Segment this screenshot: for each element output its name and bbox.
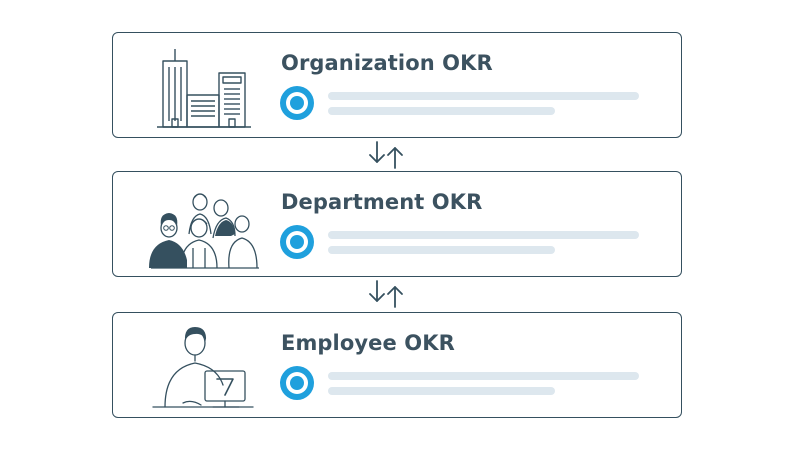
department-okr-card: Department OKR <box>112 171 682 277</box>
target-icon <box>280 86 314 120</box>
arrow-up-icon <box>387 286 403 308</box>
arrow-down-icon <box>369 141 385 163</box>
arrow-down-icon <box>369 280 385 302</box>
organization-okr-title: Organization OKR <box>281 51 493 75</box>
placeholder-line-short <box>328 387 555 395</box>
placeholder-line-long <box>328 372 639 380</box>
arrow-up-icon <box>387 147 403 169</box>
employee-at-computer-icon <box>152 327 254 408</box>
placeholder-line-long <box>328 92 639 100</box>
placeholder-line-short <box>328 107 555 115</box>
placeholder-line-short <box>328 246 555 254</box>
placeholder-line-long <box>328 231 639 239</box>
organization-okr-card: Organization OKR <box>112 32 682 138</box>
team-group-icon <box>149 193 259 269</box>
employee-okr-title: Employee OKR <box>281 331 455 355</box>
target-icon <box>280 366 314 400</box>
bidirectional-arrows <box>369 141 403 169</box>
target-icon <box>280 225 314 259</box>
bidirectional-arrows <box>369 280 403 308</box>
office-buildings-icon <box>157 49 251 128</box>
department-okr-title: Department OKR <box>281 190 483 214</box>
employee-okr-card: Employee OKR <box>112 312 682 418</box>
